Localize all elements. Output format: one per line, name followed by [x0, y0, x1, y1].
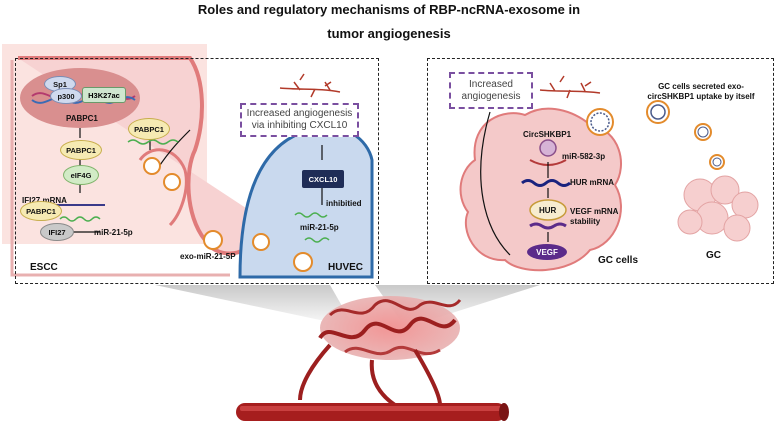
left-projection	[155, 285, 350, 320]
mir21-huvec-label: miR-21-5p	[300, 223, 339, 232]
mir582-label: miR-582-3p	[562, 152, 606, 161]
exo-mir-label: exo-miR-21-5P	[180, 252, 236, 261]
escc-invagination	[138, 148, 188, 227]
huvec-label: HUVEC	[328, 262, 364, 273]
left-panel	[15, 58, 379, 284]
eif4g: eIF4G	[63, 165, 99, 185]
main-vessel	[236, 403, 506, 421]
escc-label: ESCC	[30, 262, 58, 273]
h3k27ac-label: H3K27ac	[82, 87, 126, 103]
gc-secreted-label: GC cells secreted exo-circSHKBP1 uptake …	[647, 82, 755, 101]
right-vessel-sketch	[539, 75, 601, 99]
right-panel	[427, 58, 774, 284]
central-tumor	[298, 296, 462, 407]
title-line-2: tumor angiogenesis	[327, 26, 451, 41]
pabpc1-a: PABPC1	[60, 140, 102, 160]
increased-angiogenesis-cxcl10-box: Increased angiogenesis via inhibiting CX…	[240, 103, 359, 137]
gc-label: GC	[706, 250, 721, 261]
pabpc1-nucleus-label: PABPC1	[66, 114, 98, 123]
escc-membrane	[18, 56, 254, 256]
left-vessel-sketch	[279, 73, 341, 98]
p300-label: p300	[50, 88, 82, 104]
vegf-mrna-label: VEGF mRNA stability	[570, 207, 619, 226]
pabpc1-b: PABPC1	[20, 201, 62, 221]
mir21-cell-label: miR-21-5p	[94, 228, 133, 237]
inhibited-label: inhibitied	[326, 199, 362, 208]
vegf-pill: VEGF	[527, 244, 567, 260]
gc-cells-label: GC cells	[598, 255, 639, 266]
title-line-1: Roles and regulatory mechanisms of RBP-n…	[197, 2, 581, 17]
cxcl10-box: CXCL10	[302, 170, 344, 188]
gc-cluster	[677, 175, 759, 242]
increased-angiogenesis-box: Increased angiogenesis	[449, 72, 533, 109]
escc-lower-edge	[10, 60, 230, 277]
pabpc1-c: PABPC1	[128, 118, 170, 140]
circshkbp1-label: CircSHKBP1	[523, 130, 572, 139]
ifi27: IFI27	[40, 223, 74, 241]
hur-mrna-label: HUR mRNA	[570, 178, 614, 187]
gc-cell	[459, 107, 623, 272]
hur-label: HUR	[539, 206, 557, 215]
